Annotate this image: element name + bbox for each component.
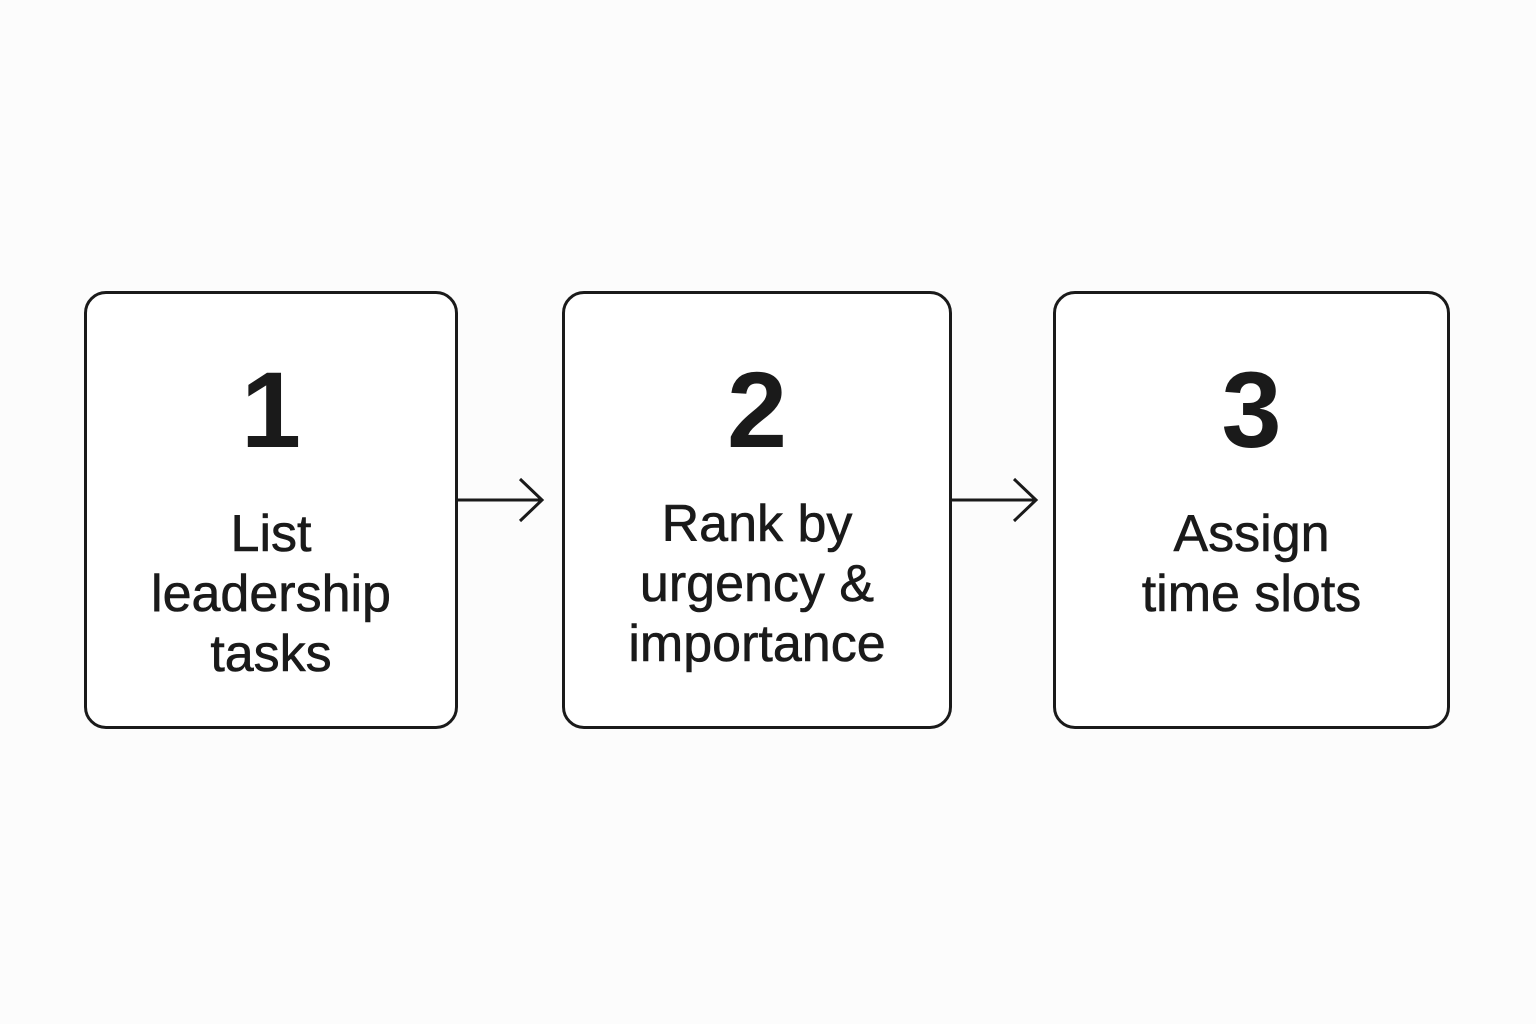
arrow-right-icon bbox=[952, 477, 1039, 523]
step-box-2: 2 Rank by urgency & importance bbox=[562, 291, 952, 729]
step-number-3: 3 bbox=[1221, 349, 1282, 470]
arrow-right-icon bbox=[458, 477, 545, 523]
step-label-3: Assign time slots bbox=[1141, 505, 1362, 624]
step-label-1: List leadership tasks bbox=[151, 505, 392, 684]
step-number-2: 2 bbox=[726, 349, 788, 470]
step-box-1: 1 List leadership tasks bbox=[84, 291, 458, 729]
step-box-3: 3 Assign time slots bbox=[1053, 291, 1450, 729]
step-label-2: Rank by urgency & importance bbox=[628, 495, 886, 674]
step-number-1: 1 bbox=[240, 349, 302, 470]
